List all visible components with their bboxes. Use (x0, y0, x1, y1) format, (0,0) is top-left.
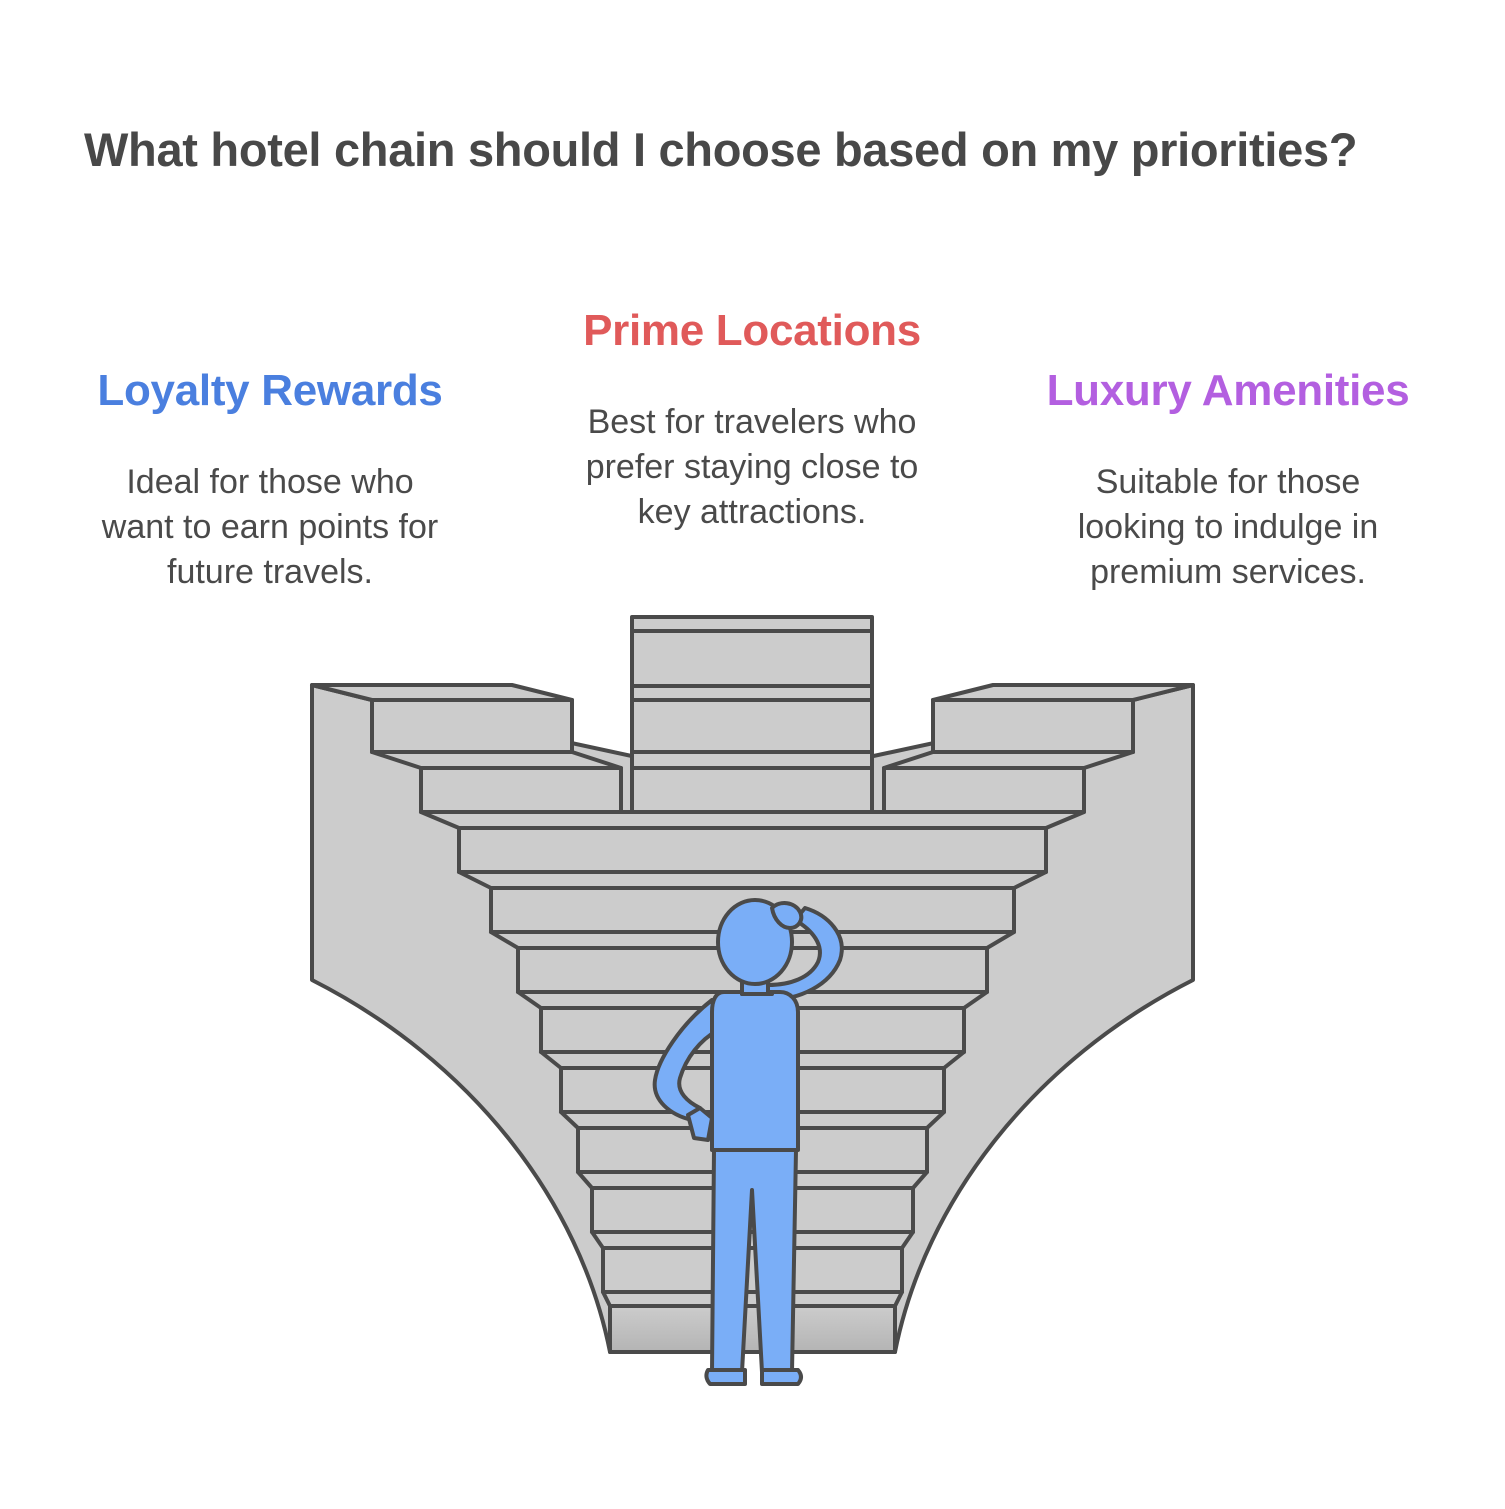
description-line: want to earn points for (101, 508, 439, 546)
center-step-2 (630, 629, 874, 688)
option-prime-locations: Prime Locations Best for travelers who p… (552, 306, 952, 535)
option-loyalty-rewards: Loyalty Rewards Ideal for those who want… (70, 366, 470, 595)
right-step-2-tread (882, 750, 1135, 770)
description-line: key attractions. (637, 493, 867, 531)
center-step-3 (630, 684, 874, 702)
option-heading: Loyalty Rewards (97, 366, 443, 415)
left-step-1 (370, 698, 574, 754)
description-line: premium services. (1090, 553, 1366, 591)
center-step-4 (630, 698, 874, 754)
description-line: prefer staying close to (585, 448, 919, 486)
option-luxury-amenities: Luxury Amenities Suitable for those look… (1028, 366, 1428, 595)
option-description: Suitable for those looking to indulge in… (1028, 460, 1428, 595)
center-step-6 (630, 766, 874, 814)
option-description: Best for travelers who prefer staying cl… (552, 400, 952, 535)
description-line: Suitable for those (1095, 463, 1361, 501)
description-line: Ideal for those who (126, 463, 414, 501)
center-step-1 (630, 615, 874, 633)
left-step-2 (419, 766, 623, 814)
center-step-5 (630, 750, 874, 770)
description-line: Best for travelers who (587, 403, 917, 441)
description-line: looking to indulge in (1077, 508, 1379, 546)
page-title: What hotel chain should I choose based o… (84, 123, 1358, 176)
option-description: Ideal for those who want to earn points … (70, 460, 470, 595)
option-heading: Prime Locations (583, 306, 921, 355)
description-line: future travels. (167, 553, 373, 591)
option-heading: Luxury Amenities (1046, 366, 1410, 415)
right-step-1 (931, 698, 1135, 754)
right-step-2 (882, 766, 1086, 814)
left-step-2-tread (370, 750, 623, 770)
thinking-person-icon (652, 898, 844, 1386)
